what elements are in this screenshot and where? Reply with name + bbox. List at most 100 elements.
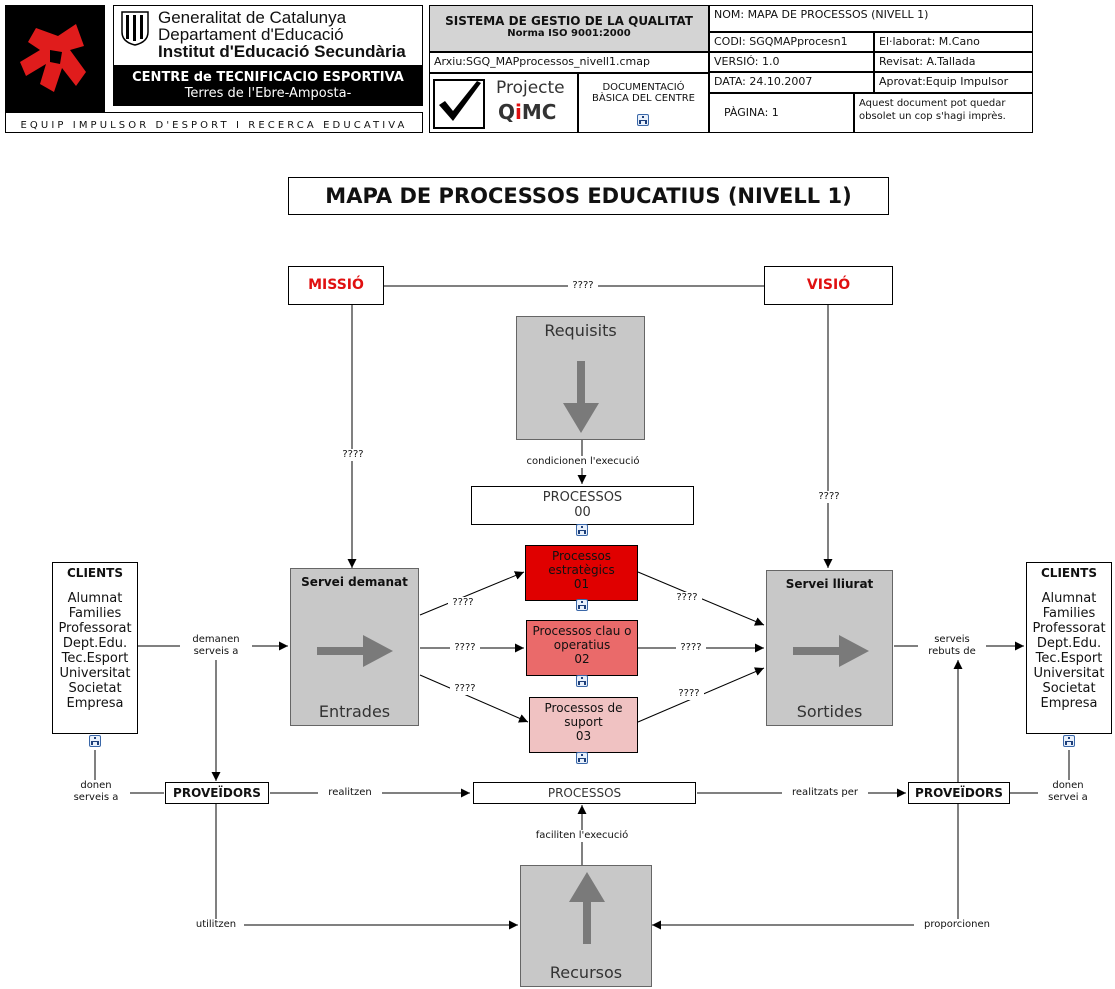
entrades-label: Entrades (318, 702, 391, 721)
doc-cell: DOCUMENTACIÓ BÀSICA DEL CENTRE (578, 73, 709, 133)
processos00-line1: PROCESSOS (542, 490, 623, 505)
link-label-from-clau: ???? (676, 642, 706, 654)
clients-left-item: Universitat (59, 666, 131, 681)
demanen-line1: demanen (192, 634, 240, 645)
versio-cell: VERSIÓ: 1.0 (709, 52, 874, 72)
qimc-label: QiMC (498, 100, 556, 124)
clients-right-item: Alumnat (1041, 591, 1097, 606)
processos-label: PROCESSOS (547, 786, 622, 800)
clients-right-item: Families (1042, 606, 1096, 621)
qimc-i: i (515, 100, 522, 124)
processos00-link-icon[interactable] (576, 524, 588, 536)
node-servei-lliurat[interactable]: Servei lliurat Sortides (766, 570, 893, 726)
donen-left-line1: donen (80, 780, 112, 791)
node-processos-00[interactable]: PROCESSOS 00 (471, 486, 694, 525)
page-title: MAPA DE PROCESSOS EDUCATIUS (NIVELL 1) (288, 177, 889, 215)
requisits-label: Requisits (544, 321, 617, 340)
page-title-text: MAPA DE PROCESSOS EDUCATIUS (NIVELL 1) (325, 184, 852, 208)
qimc-mc: MC (521, 100, 557, 124)
arrow-down-icon (563, 361, 599, 433)
node-requisits[interactable]: Requisits (516, 316, 645, 440)
system-line1: SISTEMA DE GESTIO DE LA QUALITAT (445, 14, 693, 28)
clients-right-item: Empresa (1040, 696, 1098, 711)
projecte-cell: Projecte QiMC (429, 73, 578, 133)
node-processos[interactable]: PROCESSOS (473, 782, 696, 804)
clients-left-item: Empresa (66, 696, 124, 711)
node-proveidors-right[interactable]: PROVEÏDORS (908, 782, 1010, 804)
link-label-from-estrategics: ???? (672, 592, 702, 604)
clau-link-icon[interactable] (576, 675, 588, 687)
link-label-donen-left: donen serveis a (66, 780, 126, 804)
equip-text: EQUIP IMPULSOR D'ESPORT I RECERCA EDUCAT… (20, 120, 408, 131)
aprovat-cell: Aprovat:Equip Impulsor (874, 72, 1033, 93)
node-recursos[interactable]: Recursos (520, 865, 652, 987)
arrow-right-icon (793, 635, 869, 667)
header-gov-box: Generalitat de Catalunya Departament d'E… (113, 5, 423, 66)
node-missio[interactable]: MISSIÓ (288, 266, 384, 305)
link-label-to-clau: ???? (450, 642, 480, 654)
doc-line2: BÀSICA DEL CENTRE (592, 93, 695, 104)
header-centre-box: CENTRE de TECNIFICACIO ESPORTIVA Terres … (113, 66, 423, 106)
doc-link-icon[interactable] (637, 114, 649, 126)
centre-line1: CENTRE de TECNIFICACIO ESPORTIVA (132, 70, 404, 85)
node-estrategics[interactable]: Processos estratègics 01 (525, 545, 638, 601)
line-to-estrategics (419, 571, 525, 616)
data-cell: DATA: 24.10.2007 (709, 72, 874, 93)
clients-left-item: Dept.Edu. (62, 636, 128, 651)
demanen-line2: serveis a (193, 646, 239, 657)
clients-right-item: Professorat (1032, 621, 1106, 636)
doc-line1: DOCUMENTACIÓ (602, 82, 685, 93)
estrategics-link-icon[interactable] (576, 599, 588, 611)
obsolet-cell: Aquest document pot quedar obsolet un co… (854, 93, 1033, 133)
link-label-from-suport: ???? (674, 688, 704, 700)
clients-right-link-icon[interactable] (1063, 735, 1075, 747)
donen-right-line2: servei a (1048, 792, 1088, 803)
header-logo-box (5, 5, 105, 112)
node-clients-right[interactable]: CLIENTS Alumnat Families Professorat Dep… (1026, 562, 1112, 734)
obsolet-line2: obsolet un cop s'hagi imprès. (859, 111, 1006, 122)
node-clients-left[interactable]: CLIENTS Alumnat Families Professorat Dep… (52, 562, 138, 734)
line-proporcionen (652, 804, 959, 930)
link-label-utilitzen: utilitzen (188, 919, 244, 931)
node-clau[interactable]: Processos clau o operatius 02 (526, 620, 638, 676)
node-servei-demanat[interactable]: Servei demanat Entrades (290, 568, 419, 726)
estrategics-num: 01 (573, 577, 590, 591)
line-utilitzen (215, 804, 518, 930)
clients-left-item: Professorat (58, 621, 132, 636)
suport-link-icon[interactable] (576, 752, 588, 764)
servei-demanat-label: Servei demanat (301, 575, 408, 589)
catalonia-seal-icon (121, 11, 149, 46)
obsolet-line1: Aquest document pot quedar (859, 98, 1006, 109)
serveis-rebuts-line2: rebuts de (928, 646, 976, 657)
node-visio[interactable]: VISIÓ (764, 266, 893, 305)
proveidors-left-label: PROVEÏDORS (173, 786, 261, 800)
clients-left-title: CLIENTS (67, 566, 123, 580)
line-to-suport (419, 674, 529, 723)
arrow-right-icon (317, 635, 393, 667)
link-label-realitzats-per: realitzats per (782, 787, 868, 799)
clients-left-item: Families (68, 606, 122, 621)
clients-right-item: Tec.Esport (1035, 651, 1103, 666)
clients-right-item: Dept.Edu. (1036, 636, 1102, 651)
link-label-donen-right: donen servei a (1038, 780, 1098, 804)
servei-lliurat-label: Servei lliurat (785, 577, 874, 591)
clients-left-link-icon[interactable] (89, 735, 101, 747)
header-equip-box: EQUIP IMPULSOR D'ESPORT I RECERCA EDUCAT… (5, 112, 423, 133)
projecte-label: Projecte (496, 78, 565, 98)
node-proveidors-left[interactable]: PROVEÏDORS (165, 782, 269, 804)
clau-label: Processos clau o operatius (532, 624, 632, 652)
clients-left-item: Tec.Esport (61, 651, 129, 666)
gov-line3: Institut d'Educació Secundària (158, 42, 406, 61)
proveidors-right-label: PROVEÏDORS (915, 786, 1003, 800)
codi-cell: CODI: SGQMAPprocesn1 (709, 32, 874, 52)
suport-num: 03 (575, 729, 592, 743)
checkmark-icon (433, 79, 485, 129)
clients-left-item: Societat (68, 681, 122, 696)
node-suport[interactable]: Processos de suport 03 (529, 697, 638, 753)
estrategics-label: Processos estratègics (548, 549, 615, 577)
clients-right-item: Societat (1042, 681, 1096, 696)
serveis-rebuts-line1: serveis (934, 634, 970, 645)
clau-num: 02 (574, 652, 590, 666)
qimc-q: Q (498, 100, 516, 124)
link-label-condicionen: condicionen l'execució (513, 456, 653, 468)
